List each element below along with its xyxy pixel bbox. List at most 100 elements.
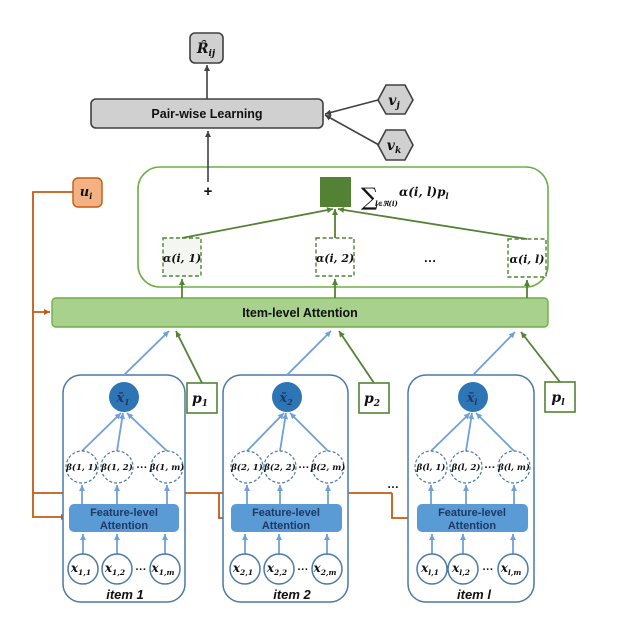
output-node: R̂ij <box>189 32 224 64</box>
alpha-ellipsis: … <box>424 250 437 265</box>
feature-label: x1,1 <box>70 561 91 577</box>
feature-node <box>263 553 295 585</box>
item-position-2: p2 <box>358 382 390 414</box>
arrow-beta-to-embedding <box>81 412 122 452</box>
feature-node <box>149 553 181 585</box>
feature-level-attention-label-line2: Attention <box>100 520 149 532</box>
alpha-label: α(i, 1) <box>163 252 201 265</box>
feature-label: x1,2 <box>104 561 125 577</box>
sum-subscript: l∈ℜ(i) <box>375 199 398 208</box>
arrow-iteml-to-ila <box>472 331 516 376</box>
item-label: item 2 <box>273 587 311 602</box>
user-label: ui <box>80 185 93 201</box>
item-embedding-label: x̄l <box>466 391 478 407</box>
arrow-beta-to-embedding <box>246 412 285 452</box>
feature-ellipsis: ··· <box>136 564 147 576</box>
beta-ellipsis: ··· <box>137 462 148 474</box>
item-embedding-node <box>109 382 139 412</box>
sum-expression-subscript: l <box>445 191 448 201</box>
alpha-weight-l: α(i, l) <box>507 238 547 278</box>
beta-label: β(1, 1) <box>65 462 97 473</box>
beta-weight-node <box>65 450 99 484</box>
beta-weight-node <box>414 450 448 484</box>
pairwise-box <box>90 98 324 129</box>
beta-weight-node <box>311 450 345 484</box>
beta-label: β(l, 2) <box>451 462 481 473</box>
feature-label: x2,2 <box>266 561 287 577</box>
alpha-box <box>507 238 547 278</box>
user-node: ui <box>72 177 103 208</box>
arrow-beta-to-embedding <box>475 412 515 452</box>
arrow-item1-to-ila <box>123 330 170 376</box>
item-container <box>222 374 349 603</box>
arrow-beta-to-embedding <box>289 412 329 452</box>
output-label: R̂ij <box>196 39 216 59</box>
vj-hexagon <box>377 84 414 115</box>
negative-item-vj: vj <box>377 84 414 115</box>
item-level-attention-block: Item-level Attention <box>51 297 549 328</box>
item-card-l: x̄l β(l, 1) β(l, 2) ··· β(l, m) Feature-… <box>407 374 535 603</box>
negative-item-vk: vk <box>377 129 414 161</box>
item-position-1: p1 <box>186 382 218 414</box>
pairwise-label: Pair-wise Learning <box>151 107 262 121</box>
beta-weight-node <box>150 450 184 484</box>
user-connector-to-item1-feature-attention <box>32 191 73 520</box>
arrow-p1-to-ila <box>175 330 203 384</box>
item-aggregate-node <box>320 177 351 207</box>
beta-weight-node <box>100 450 134 484</box>
beta-label: β(1, 2) <box>100 462 132 473</box>
position-label: p1 <box>192 391 208 409</box>
feature-node <box>447 553 479 585</box>
position-label: pl <box>551 390 565 408</box>
feature-ellipsis: ··· <box>298 564 309 576</box>
arrow-p2-to-ila <box>338 330 375 384</box>
feature-level-attention-box <box>417 504 528 532</box>
output-box <box>189 32 224 64</box>
beta-ellipsis: ··· <box>299 462 310 474</box>
plus-sign: + <box>204 183 213 200</box>
position-label: p2 <box>364 391 380 409</box>
beta-label: β(1, m) <box>149 462 185 473</box>
feature-label: xl,2 <box>451 561 470 577</box>
feature-level-attention-label-line2: Attention <box>262 520 311 532</box>
feature-label: xl,1 <box>420 561 439 577</box>
feature-node <box>67 553 99 585</box>
feature-ellipsis: ··· <box>483 564 494 576</box>
pairwise-learning-block: Pair-wise Learning <box>90 98 324 129</box>
vk-hexagon <box>377 129 414 161</box>
arrow-beta-to-embedding <box>126 412 168 452</box>
feature-node <box>101 553 133 585</box>
items-ellipsis: … <box>387 477 399 491</box>
item-container <box>407 374 535 603</box>
beta-weight-node <box>497 450 531 484</box>
arrow-beta-to-embedding <box>279 412 289 452</box>
item-embedding-node <box>458 382 488 412</box>
item-level-attention-label: Item-level Attention <box>242 306 358 320</box>
beta-label: β(2, 2) <box>263 462 295 473</box>
beta-weight-node <box>263 450 297 484</box>
feature-label: x1,m <box>151 561 175 577</box>
item-label: item 1 <box>106 587 144 602</box>
beta-ellipsis: ··· <box>485 462 496 474</box>
arrow-beta-to-embedding <box>430 412 471 452</box>
feature-node <box>416 553 448 585</box>
arrow-beta-to-embedding <box>465 412 475 452</box>
feature-label: xl,m <box>500 561 522 577</box>
alpha-box <box>162 237 202 277</box>
feature-label: x2,m <box>313 561 337 577</box>
arrow-alpha1-to-aggregate <box>181 207 334 239</box>
alpha-weight-2: α(i, 2) <box>315 237 355 277</box>
feature-node <box>311 553 343 585</box>
sum-expression: α(i, l)p <box>399 185 446 199</box>
vk-label: vk <box>387 138 401 156</box>
beta-label: β(l, m) <box>497 462 530 473</box>
item-embedding-node <box>272 382 302 412</box>
feature-level-attention-box <box>231 504 342 532</box>
arrow-vk-to-pairwise <box>324 114 380 146</box>
vj-label: vj <box>388 93 400 111</box>
weighted-sum-formula: ∑ l∈ℜ(i) α(i, l)pl <box>361 183 449 211</box>
beta-label: β(l, 1) <box>416 462 446 473</box>
feature-level-attention-label-line1: Feature-level <box>90 507 158 519</box>
arrow-pl-to-ila <box>520 331 561 383</box>
feature-label: x2,1 <box>232 561 253 577</box>
